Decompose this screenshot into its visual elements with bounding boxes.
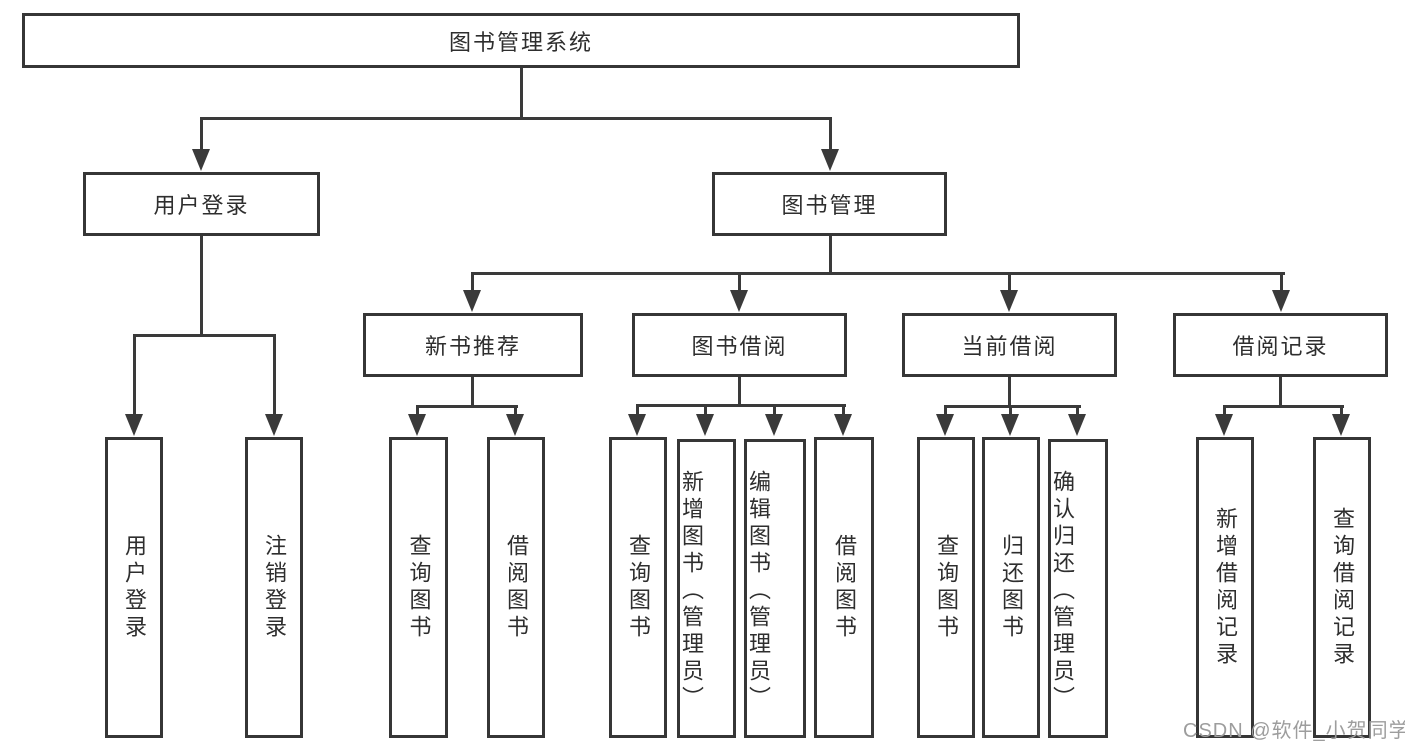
connector-line (273, 336, 276, 417)
connector-line (704, 406, 707, 417)
csdn-watermark: CSDN @软件_小贺同学 (1183, 720, 1405, 742)
leaf-bb-edit-book: 编辑图书（管理员） (744, 439, 806, 738)
leaf-cb-return-book-label: 归还图书 (999, 533, 1024, 642)
node-borrow-records-label: 借阅记录 (1232, 334, 1329, 359)
arrow-down-icon (408, 414, 426, 436)
leaf-bb-borrow-book: 借阅图书 (814, 437, 874, 738)
arrow-down-icon (696, 414, 714, 436)
connector-line (1223, 407, 1226, 417)
node-user-login: 用户登录 (83, 172, 320, 236)
connector-line (1008, 377, 1011, 407)
node-book-borrow: 图书借阅 (632, 313, 847, 377)
node-user-login-label: 用户登录 (153, 193, 250, 218)
connector-line (738, 377, 741, 406)
connector-line (1076, 407, 1079, 417)
leaf-nb-query-book: 查询图书 (389, 437, 448, 738)
connector-line (636, 404, 846, 407)
connector-line (514, 407, 517, 417)
node-root: 图书管理系统 (22, 13, 1020, 68)
arrow-down-icon (463, 290, 481, 312)
connector-line (944, 405, 1081, 408)
connector-line (133, 334, 276, 337)
leaf-br-add-record: 新增借阅记录 (1196, 437, 1254, 738)
arrow-down-icon (125, 414, 143, 436)
leaf-bb-add-book-label: 新增图书（管理员） (679, 470, 704, 713)
arrow-down-icon (1000, 290, 1018, 312)
arrow-down-icon (1272, 290, 1290, 312)
connector-line (471, 274, 474, 293)
connector-line (1223, 405, 1344, 408)
connector-line (738, 274, 741, 293)
leaf-br-query-record: 查询借阅记录 (1313, 437, 1371, 738)
arrow-down-icon (730, 290, 748, 312)
arrow-down-icon (506, 414, 524, 436)
connector-line (1340, 407, 1343, 417)
node-borrow-records: 借阅记录 (1173, 313, 1388, 377)
connector-line (200, 117, 832, 120)
leaf-logout: 注销登录 (245, 437, 303, 738)
node-book-management-label: 图书管理 (781, 193, 878, 218)
leaf-cb-confirm-return: 确认归还（管理员） (1048, 439, 1108, 738)
arrow-down-icon (1068, 414, 1086, 436)
connector-line (773, 406, 776, 417)
arrow-down-icon (1215, 414, 1233, 436)
arrow-down-icon (765, 414, 783, 436)
arrow-down-icon (265, 414, 283, 436)
leaf-cb-query-book: 查询图书 (917, 437, 975, 738)
connector-line (1009, 407, 1012, 417)
node-new-book-recommend-label: 新书推荐 (424, 334, 521, 359)
leaf-bb-query-book: 查询图书 (609, 437, 667, 738)
connector-line (520, 68, 523, 118)
leaf-logout-label: 注销登录 (262, 533, 287, 642)
leaf-user-login-label: 用户登录 (122, 533, 147, 642)
connector-line (200, 118, 203, 153)
arrow-down-icon (936, 414, 954, 436)
connector-line (1280, 274, 1283, 293)
connector-line (842, 406, 845, 417)
leaf-bb-add-book: 新增图书（管理员） (677, 439, 736, 738)
connector-line (944, 407, 947, 417)
leaf-nb-borrow-book: 借阅图书 (487, 437, 545, 738)
connector-line (416, 405, 518, 408)
arrow-down-icon (1332, 414, 1350, 436)
leaf-bb-borrow-book-label: 借阅图书 (832, 533, 857, 642)
leaf-nb-borrow-book-label: 借阅图书 (504, 533, 529, 642)
node-new-book-recommend: 新书推荐 (363, 313, 583, 377)
arrow-down-icon (192, 149, 210, 171)
connector-line (416, 407, 419, 417)
connector-line (829, 236, 832, 274)
leaf-nb-query-book-label: 查询图书 (406, 533, 432, 642)
connector-line (829, 118, 832, 153)
leaf-cb-query-book-label: 查询图书 (934, 533, 959, 642)
leaf-br-add-record-label: 新增借阅记录 (1213, 506, 1238, 669)
node-current-borrow: 当前借阅 (902, 313, 1117, 377)
connector-line (636, 406, 639, 417)
arrow-down-icon (834, 414, 852, 436)
leaf-cb-return-book: 归还图书 (982, 437, 1040, 738)
node-book-borrow-label: 图书借阅 (691, 334, 788, 359)
arrow-down-icon (628, 414, 646, 436)
connector-line (471, 377, 474, 408)
arrow-down-icon (821, 149, 839, 171)
connector-line (200, 236, 203, 336)
connector-line (1279, 377, 1282, 407)
arrow-down-icon (1001, 414, 1019, 436)
leaf-cb-confirm-return-label: 确认归还（管理员） (1050, 470, 1075, 713)
node-current-borrow-label: 当前借阅 (961, 334, 1058, 359)
leaf-user-login: 用户登录 (105, 437, 163, 738)
leaf-bb-edit-book-label: 编辑图书（管理员） (746, 470, 771, 713)
node-root-label: 图书管理系统 (448, 29, 593, 55)
connector-line (1008, 274, 1011, 293)
connector-line (471, 272, 1285, 275)
node-book-management: 图书管理 (712, 172, 947, 236)
connector-line (133, 336, 136, 417)
leaf-bb-query-book-label: 查询图书 (626, 533, 651, 642)
leaf-br-query-record-label: 查询借阅记录 (1330, 506, 1355, 669)
